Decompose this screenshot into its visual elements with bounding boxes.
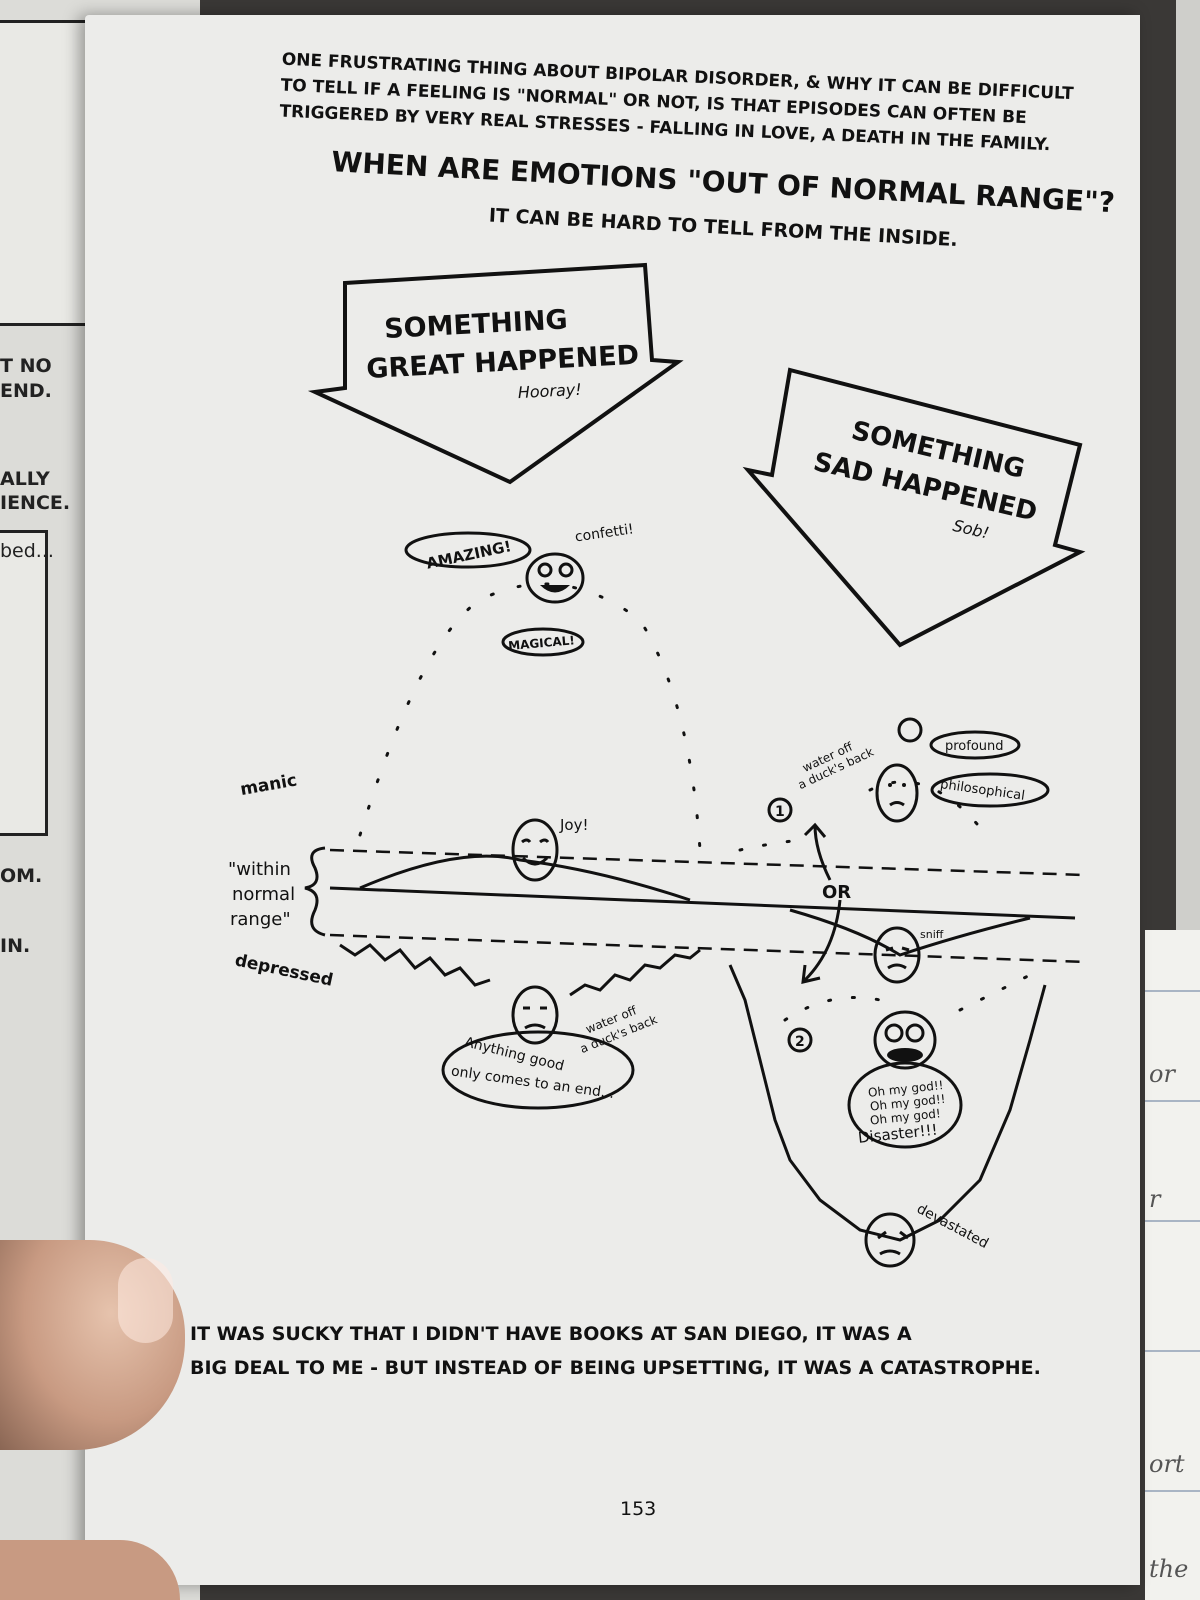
anything-good-cloud (441, 1030, 635, 1110)
page-subheading: IT CAN BE HARD TO TELL FROM THE INSIDE. (488, 205, 958, 252)
amazing-face (525, 552, 585, 604)
left-fragment: IENCE. (0, 492, 71, 514)
or-label: OR (822, 882, 851, 903)
sad-face (511, 985, 559, 1045)
great-arrow-text: SOMETHING (384, 304, 569, 345)
notebook-text: the (1149, 1555, 1189, 1583)
notebook-text: ort (1149, 1450, 1185, 1478)
upper-range-line (329, 848, 1086, 877)
disaster-cloud (847, 1061, 963, 1149)
hand (0, 1540, 180, 1600)
lower-range-line (329, 933, 1086, 964)
notebook-text: r (1149, 1185, 1161, 1213)
sad-happened-arrow (742, 367, 1086, 648)
confetti-label: confetti! (574, 521, 635, 545)
great-happened-arrow (307, 262, 684, 485)
joy-label: Joy! (559, 816, 589, 834)
option-2-badge (787, 1027, 813, 1053)
anything-good-label: only comes to an end... (450, 1063, 615, 1102)
profound-cloud (929, 730, 1021, 760)
left-fragment: T NO (0, 355, 52, 377)
great-arrow-exclaim: Hooray! (517, 380, 582, 402)
closing-line: BIG DEAL TO ME - BUT INSTEAD OF BEING UP… (190, 1357, 1041, 1379)
sniff-label: sniff (920, 928, 944, 941)
or-arrow-up (803, 822, 832, 881)
philosophical-face (875, 717, 923, 823)
devastated-face (864, 1212, 916, 1268)
yin-yang-icon (897, 717, 923, 743)
depressed-label: depressed (233, 950, 335, 990)
option-1-badge (767, 797, 793, 823)
within-range-label: range" (230, 909, 291, 930)
book-page (85, 15, 1140, 1585)
page-heading: WHEN ARE EMOTIONS "OUT OF NORMAL RANGE"? (331, 145, 1116, 219)
option-1-number: 1 (775, 804, 785, 820)
thumbnail (118, 1258, 173, 1343)
magical-label: MAGICAL! (508, 633, 576, 653)
joy-curve (359, 854, 691, 902)
notebook-text: or (1149, 1060, 1175, 1088)
sniff-curve (789, 908, 1031, 957)
within-range-label: normal (232, 884, 295, 905)
depressed-wave (339, 943, 701, 997)
left-fragment: IN. (0, 935, 31, 957)
left-comic-panel-bottom (0, 530, 48, 836)
left-fragment: bed... (0, 540, 54, 562)
option-2-number: 2 (795, 1034, 805, 1050)
devastated-valley (728, 964, 1047, 1242)
sniff-face (873, 926, 921, 984)
profound-label: profound (945, 739, 1004, 754)
philosophical-label: philosophical (939, 777, 1025, 804)
sad-star-path-2 (783, 973, 1032, 1022)
amazing-cloud (404, 531, 532, 569)
joy-face (511, 818, 559, 882)
range-brace (304, 846, 326, 937)
manic-label: manic (239, 770, 299, 800)
left-fragment: OM. (0, 865, 43, 887)
great-arrow-text: GREAT HAPPENED (366, 340, 640, 385)
sad-star-path-1 (738, 780, 992, 852)
closing-line: IT WAS SUCKY THAT I DIDN'T HAVE BOOKS AT… (190, 1323, 912, 1345)
notebook: or r ort the (1145, 930, 1200, 1600)
left-fragment: END. (0, 380, 52, 402)
or-arrow-down (801, 899, 842, 984)
manic-star-path (358, 582, 702, 852)
philosophical-cloud (930, 772, 1050, 808)
magical-cloud (501, 627, 585, 657)
sad-arrow-exclaim: Sob! (951, 516, 991, 543)
disaster-face (873, 1010, 937, 1070)
baseline (329, 886, 1076, 920)
left-fragment: ALLY (0, 468, 50, 490)
within-range-label: "within (228, 859, 291, 880)
page-number: 153 (620, 1498, 657, 1520)
